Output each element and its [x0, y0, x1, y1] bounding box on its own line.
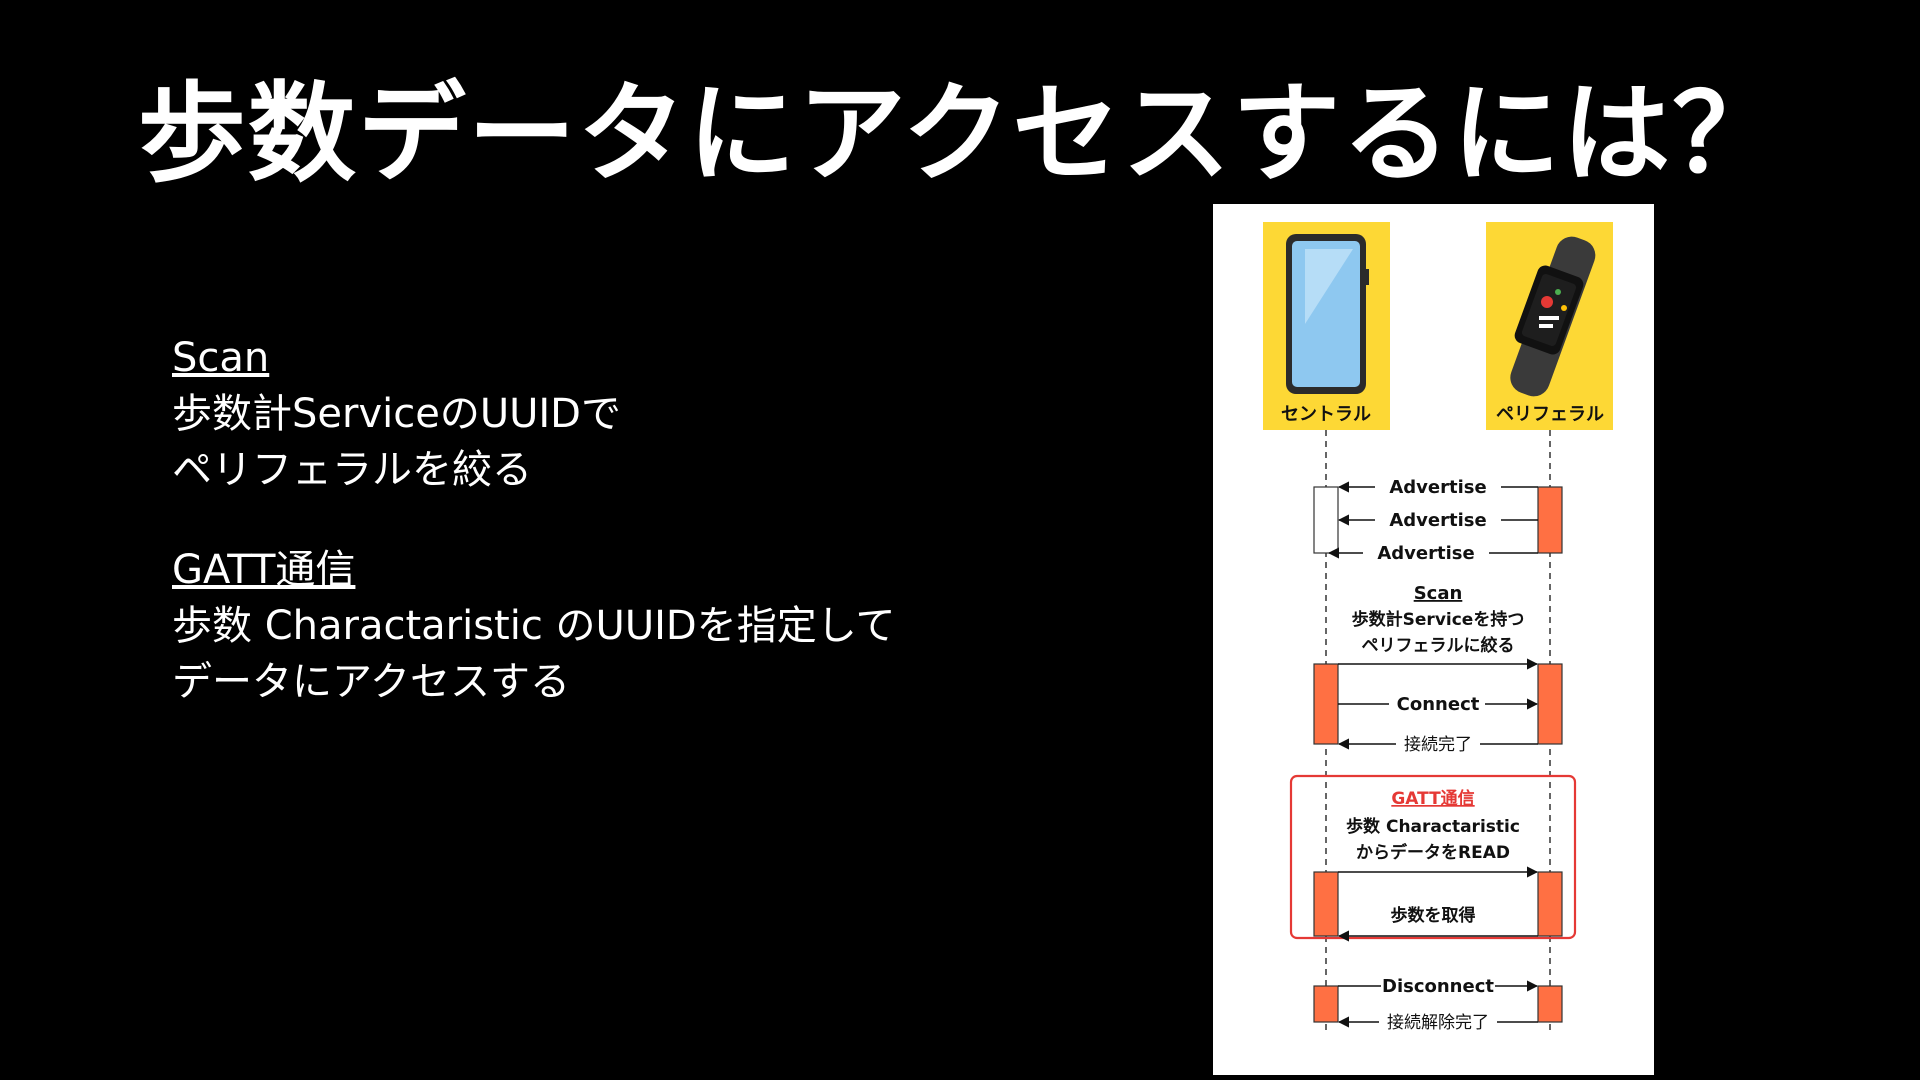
disconnected-label: 接続解除完了: [1387, 1013, 1489, 1033]
central-label: セントラル: [1281, 404, 1371, 425]
advertise-label-1: Advertise: [1389, 477, 1486, 498]
central-connect-activation: [1313, 663, 1339, 745]
smartwatch-icon: [1510, 236, 1596, 397]
scan-note-title: Scan: [1414, 583, 1463, 604]
explanation-panel: Scan 歩数計ServiceのUUIDで ペリフェラルを絞る GATT通信 歩…: [172, 330, 1072, 754]
central-scan-activation: [1313, 486, 1339, 554]
connected-label: 接続完了: [1404, 735, 1472, 755]
gatt-section: GATT通信 歩数 Charactaristic のUUIDを指定して データに…: [172, 542, 1072, 710]
scan-section: Scan 歩数計ServiceのUUIDで ペリフェラルを絞る: [172, 330, 1072, 498]
central-read-activation: [1313, 871, 1339, 937]
scan-heading: Scan: [172, 335, 270, 381]
scan-note-line-2: ペリフェラルに絞る: [1362, 635, 1515, 656]
peripheral-disconnect-activation: [1537, 985, 1563, 1023]
gatt-line-1: 歩数 Charactaristic のUUIDを指定して: [172, 603, 896, 649]
scan-note-line-1: 歩数計Serviceを持つ: [1352, 609, 1525, 630]
sequence-diagram-svg: セントラル ペリフェラル Advertise Advertise Adve: [1263, 222, 1613, 1035]
gatt-heading: GATT通信: [172, 547, 356, 593]
slide-title: 歩数データにアクセスするには？: [137, 72, 1783, 197]
disconnect-label: Disconnect: [1382, 976, 1494, 997]
gatt-note-line-2: からデータをREAD: [1356, 842, 1510, 863]
peripheral-advertise-activation: [1537, 486, 1563, 554]
peripheral-read-activation: [1537, 871, 1563, 937]
advertise-label-3: Advertise: [1377, 543, 1474, 564]
gatt-line-2: データにアクセスする: [172, 659, 570, 705]
gatt-frame: [1289, 774, 1577, 940]
gatt-note-line-1: 歩数 Charactaristic: [1346, 816, 1520, 837]
scan-line-2: ペリフェラルを絞る: [172, 447, 532, 493]
gatt-note-title: GATT通信: [1391, 788, 1474, 809]
sequence-diagram: セントラル ペリフェラル Advertise Advertise Adve: [1213, 204, 1654, 1075]
scan-line-1: 歩数計ServiceのUUIDで: [172, 391, 621, 437]
advertise-label-2: Advertise: [1389, 510, 1486, 531]
connect-label: Connect: [1397, 694, 1480, 715]
peripheral-label: ペリフェラル: [1496, 404, 1604, 425]
peripheral-connect-activation: [1537, 663, 1563, 745]
central-disconnect-activation: [1313, 985, 1339, 1023]
smartphone-icon: [1286, 234, 1369, 394]
step-result-label: 歩数を取得: [1391, 905, 1476, 926]
